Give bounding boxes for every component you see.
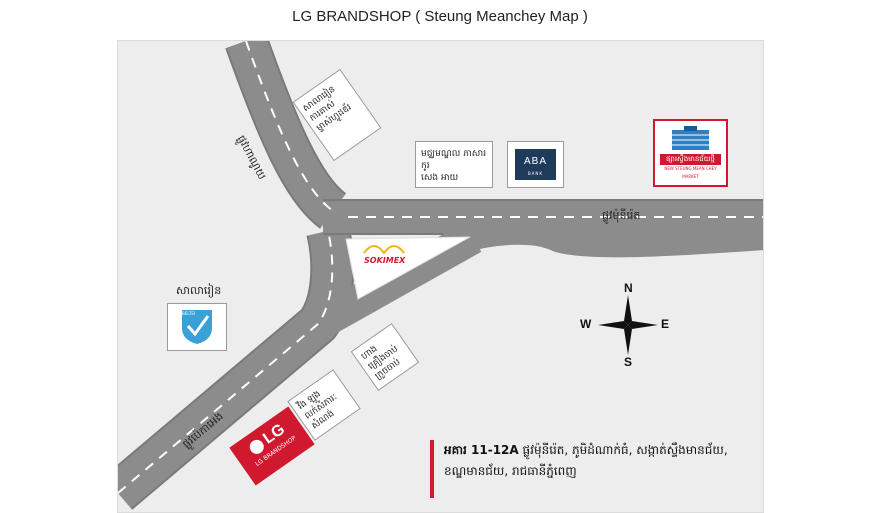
market-building-icon	[672, 126, 709, 150]
east-road-label: ផ្លូវម៉ុនីរ៉េត	[602, 209, 641, 222]
compass-star-icon	[598, 295, 658, 355]
traffic-island	[345, 236, 471, 300]
language-center-line2: សេង អាយ	[421, 173, 459, 183]
language-center-line1: មជ្ឈមណ្ឌល ភាសារ កូរ	[421, 149, 487, 171]
belti-shield-icon	[182, 310, 212, 344]
address-line1: ផ្លូវម៉ុនីរ៉េត, ភូមិដំណាក់ធំ, សង្កាត់ស្ទ…	[522, 443, 728, 457]
road-bodies	[118, 41, 763, 510]
lane-markings	[118, 41, 763, 494]
sokimex-logo-icon	[363, 245, 405, 255]
compass-north: N	[624, 281, 633, 295]
belti-label: BELTEI	[182, 311, 196, 316]
aba-bank-logo: ABA	[523, 156, 547, 167]
sokimex-label: SOKIMEX	[364, 256, 406, 265]
aba-bank-box: ABA BANK	[507, 141, 564, 188]
address-block: អគារ 11-12A ផ្លូវម៉ុនីរ៉េត, ភូមិដំណាក់ធំ…	[430, 440, 750, 498]
address-line2: ខណ្ឌមានជ័យ, រាជធានីភ្នំពេញ	[444, 464, 577, 478]
market-name: ផ្សារស្ទឹងមានជ័យថ្មី	[660, 154, 721, 165]
map-panel: ផ្លូវហាណូយ ផ្លូវម៉ុនីរ៉េត ផ្លូវប៉េកាអេង …	[117, 40, 764, 513]
market-sub: NEW STEUNG MEAN CHEY MARKET	[664, 166, 717, 179]
compass-rose: N S W E	[580, 281, 670, 369]
aba-bank-sub: BANK	[527, 171, 544, 176]
market-box: ផ្សារស្ទឹងមានជ័យថ្មី NEW STEUNG MEAN CHE…	[653, 119, 728, 187]
road-network	[118, 41, 763, 510]
road-east-lower	[453, 214, 763, 258]
school-top-label: សាលារៀន ការគាស់ម្ចាស់ហ្វូដឌ័រ	[301, 84, 354, 134]
school-label: សាលារៀន	[176, 284, 222, 297]
page-title: LG BRANDSHOP ( Steung Meanchey Map )	[292, 8, 588, 25]
address-label: អគារ 11-12A	[444, 443, 519, 457]
language-center-box: មជ្ឈមណ្ឌល ភាសារ កូរ សេង អាយ	[415, 141, 493, 188]
compass-east: E	[661, 317, 670, 331]
compass-south: S	[624, 355, 633, 369]
compass-west: W	[580, 317, 592, 331]
belti-box	[167, 303, 227, 351]
